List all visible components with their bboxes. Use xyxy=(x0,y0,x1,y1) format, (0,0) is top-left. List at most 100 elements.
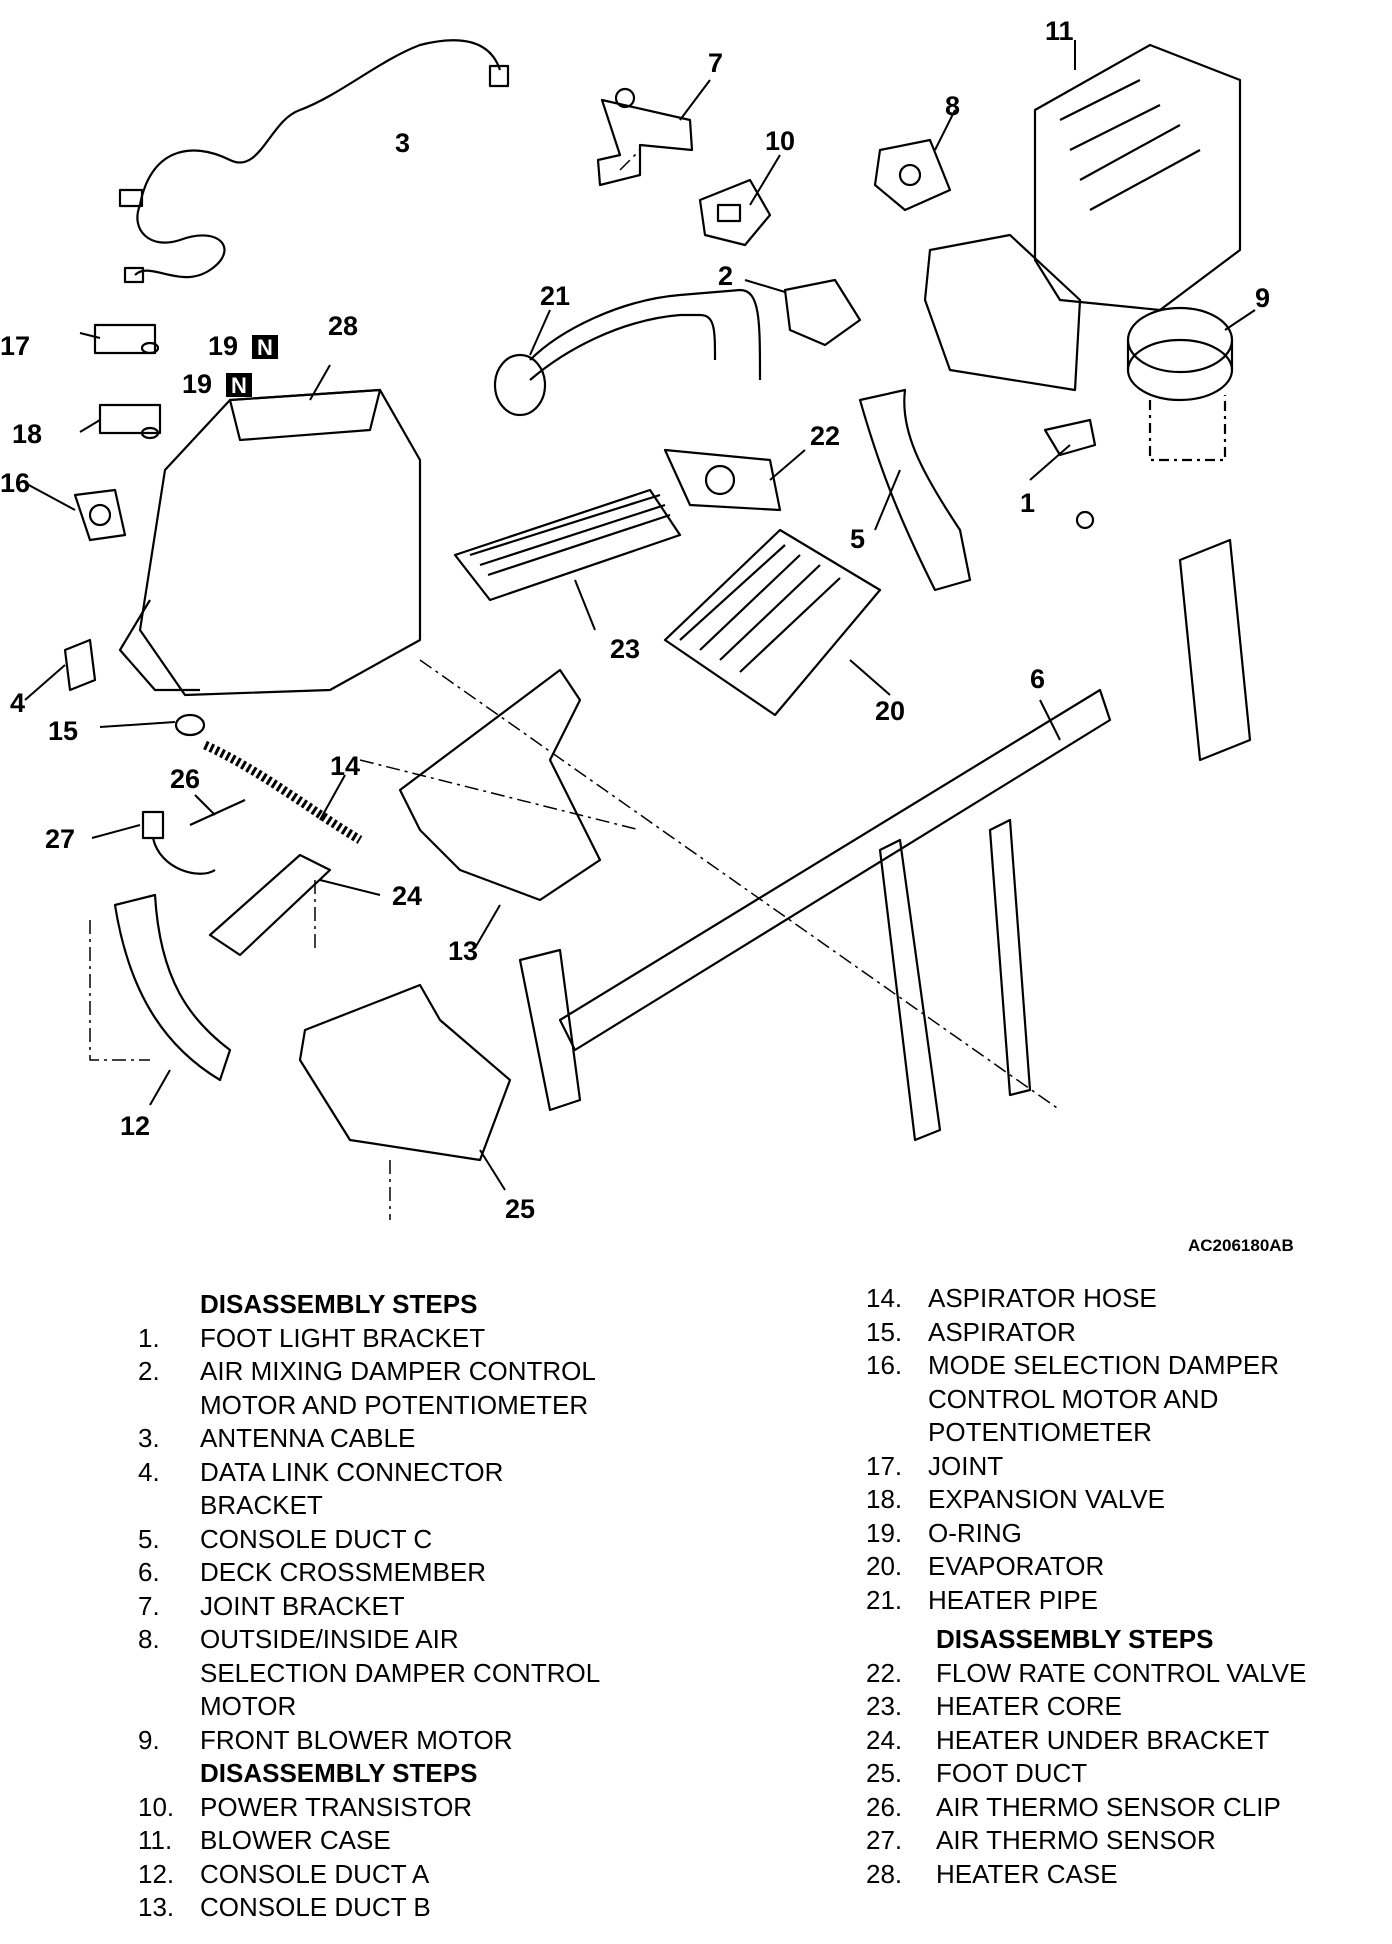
section-heading: DISASSEMBLY STEPS xyxy=(936,1624,1214,1654)
damper-control-motor xyxy=(873,138,952,212)
step-row: SELECTION DAMPER CONTROL xyxy=(138,1657,658,1691)
callout-4: 4 xyxy=(10,688,25,718)
step-text: CONSOLE DUCT C xyxy=(200,1523,433,1554)
step-number: 5. xyxy=(138,1523,160,1554)
exploded-view-diagram xyxy=(24,39,1256,1220)
step-number: 1. xyxy=(138,1322,160,1353)
callout-22: 22 xyxy=(810,421,840,451)
step-number: 13. xyxy=(138,1892,175,1922)
callout-19: 19 xyxy=(208,331,238,361)
step-text: HEATER PIPE xyxy=(928,1584,1099,1615)
step-text: POTENTIOMETER xyxy=(928,1417,1152,1447)
step-number: 24. xyxy=(866,1724,903,1755)
n-marker-box xyxy=(252,335,278,359)
expansion-valve xyxy=(98,403,162,435)
step-number: 17. xyxy=(866,1450,903,1481)
callout-2: 2 xyxy=(718,261,733,291)
step-number: 15. xyxy=(866,1316,903,1347)
callout-17: 17 xyxy=(0,331,30,361)
step-row: 25. FOOT DUCT xyxy=(866,1757,1376,1791)
step-number: 26. xyxy=(866,1791,903,1822)
console-duct-a xyxy=(113,893,232,1082)
step-text: BRACKET xyxy=(200,1490,323,1520)
step-text: JOINT BRACKET xyxy=(200,1590,405,1621)
step-row: 14.ASPIRATOR HOSE xyxy=(866,1282,1376,1316)
step-text: AIR MIXING DAMPER CONTROL xyxy=(200,1356,596,1386)
callout-28: 28 xyxy=(328,311,358,341)
step-number xyxy=(138,1657,200,1691)
step-text: FOOT DUCT xyxy=(936,1758,1088,1788)
step-number: 4. xyxy=(138,1456,160,1487)
step-text: DECK CROSSMEMBER xyxy=(200,1557,487,1587)
step-text: O-RING xyxy=(928,1517,1022,1548)
step-text: CONSOLE DUCT B xyxy=(200,1892,431,1922)
evaporator xyxy=(663,528,882,717)
step-row: MOTOR AND POTENTIOMETER xyxy=(138,1389,658,1423)
mode-damper-motor xyxy=(73,488,127,542)
step-number: 11. xyxy=(138,1825,173,1855)
step-text: MOTOR xyxy=(200,1691,297,1721)
step-number xyxy=(866,1383,928,1417)
air-mixing-damper-motor xyxy=(783,278,862,347)
step-number xyxy=(866,1416,928,1450)
step-row: 12.CONSOLE DUCT A xyxy=(138,1858,658,1892)
step-text: OUTSIDE/INSIDE AIR xyxy=(200,1624,459,1654)
power-transistor xyxy=(698,178,772,247)
step-row: 27.AIR THERMO SENSOR xyxy=(866,1824,1376,1858)
step-number: 3. xyxy=(138,1423,160,1453)
step-number: 7. xyxy=(138,1590,160,1621)
callout-3: 3 xyxy=(395,128,410,158)
step-text: DATA LINK CONNECTOR xyxy=(200,1456,504,1487)
callout-13: 13 xyxy=(448,936,478,966)
step-row: 22.FLOW RATE CONTROL VALVE xyxy=(866,1657,1376,1691)
steps-right-column: 14.ASPIRATOR HOSE 15.ASPIRATOR 16.MODE S… xyxy=(866,1282,1376,1891)
n-marker: N xyxy=(231,373,247,398)
step-row: 4. DATA LINK CONNECTOR xyxy=(138,1456,658,1490)
step-number: 19. xyxy=(866,1517,903,1548)
step-text: BLOWER CASE xyxy=(200,1825,391,1855)
callout-20: 20 xyxy=(875,696,905,726)
step-number: 14. xyxy=(866,1283,903,1313)
step-text: HEATER CASE xyxy=(936,1858,1118,1889)
step-row: 13. CONSOLE DUCT B xyxy=(138,1891,658,1925)
step-number xyxy=(138,1389,200,1423)
callout-10: 10 xyxy=(765,126,795,156)
callout-18: 18 xyxy=(12,419,42,449)
step-number: 6. xyxy=(138,1557,160,1587)
step-number: 27. xyxy=(866,1825,903,1855)
heater-pipe xyxy=(493,288,762,417)
heater-case xyxy=(118,388,422,697)
step-row: 17.JOINT xyxy=(866,1450,1376,1484)
step-number: 22. xyxy=(866,1657,903,1688)
callout-21: 21 xyxy=(540,281,570,311)
console-duct-c xyxy=(858,388,972,592)
step-row: 23.HEATER CORE xyxy=(866,1690,1376,1724)
callout-9: 9 xyxy=(1255,283,1270,313)
o-ring xyxy=(140,341,160,440)
step-row: 19. O-RING xyxy=(866,1517,1376,1551)
air-thermo-sensor xyxy=(141,810,216,875)
step-row: 24.HEATER UNDER BRACKET xyxy=(866,1724,1376,1758)
callout-8: 8 xyxy=(945,91,960,121)
step-text: CONTROL MOTOR AND xyxy=(928,1383,1219,1414)
step-text: FOOT LIGHT BRACKET xyxy=(200,1322,486,1353)
step-row: POTENTIOMETER xyxy=(866,1416,1376,1450)
step-row: 21.HEATER PIPE xyxy=(866,1584,1376,1618)
step-number: 12. xyxy=(138,1858,175,1889)
callout-19-upper: 19 N xyxy=(208,331,278,361)
step-number: 8. xyxy=(138,1624,160,1654)
console-duct-b xyxy=(398,668,602,902)
step-row: 11. BLOWER CASE xyxy=(138,1824,658,1858)
step-row: 1. FOOT LIGHT BRACKET xyxy=(138,1322,658,1356)
aspirator-hose xyxy=(203,740,363,844)
joint-bracket xyxy=(596,87,694,187)
joint xyxy=(93,323,157,355)
step-text: SELECTION DAMPER CONTROL xyxy=(200,1657,601,1688)
step-number: 23. xyxy=(866,1691,903,1721)
front-blower-motor xyxy=(1126,306,1234,462)
step-row: 5. CONSOLE DUCT C xyxy=(138,1523,658,1557)
step-number: 25. xyxy=(866,1758,903,1788)
step-row: CONTROL MOTOR AND xyxy=(866,1383,1376,1417)
step-number: 16. xyxy=(866,1350,903,1380)
callout-6: 6 xyxy=(1030,664,1045,694)
